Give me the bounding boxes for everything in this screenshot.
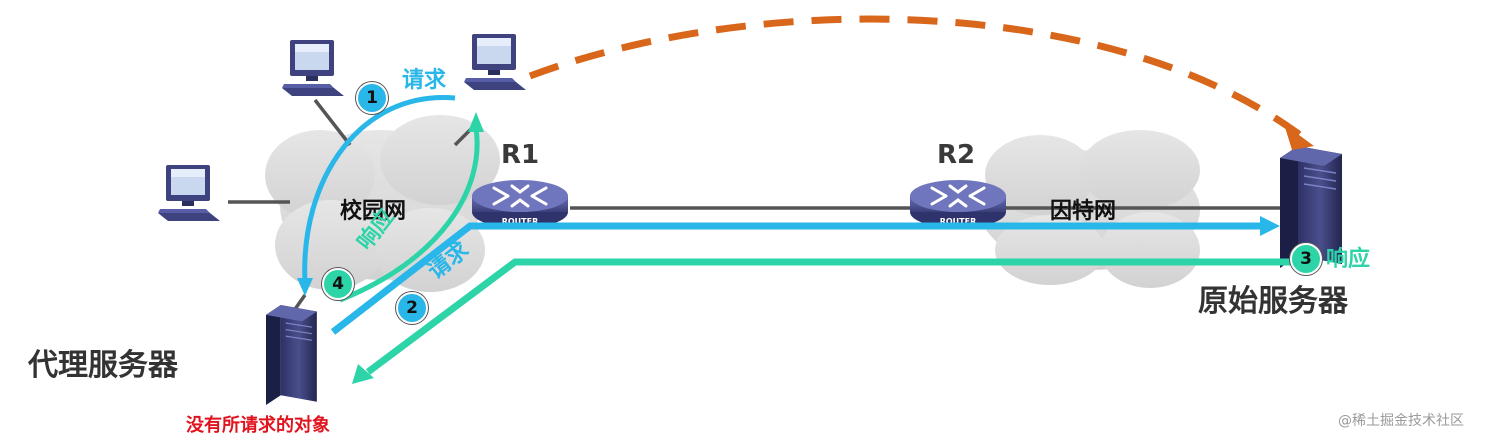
campus-pc-top-left bbox=[282, 40, 344, 96]
direct-path-arrow bbox=[528, 15, 1303, 138]
proxy-note: 没有所请求的对象 bbox=[186, 415, 330, 436]
step1-label: 请求 bbox=[402, 68, 447, 93]
router-r2-label: R2 bbox=[937, 140, 976, 170]
network-links bbox=[228, 98, 1280, 314]
step3-badge: 3 bbox=[1290, 243, 1322, 275]
router-r2-icon bbox=[908, 178, 1008, 230]
router-r1-icon bbox=[470, 178, 570, 230]
step4-response-arrow bbox=[339, 127, 480, 303]
campus-pc-left bbox=[158, 165, 220, 221]
step4-badge: 4 bbox=[322, 268, 354, 300]
step3-response-arrow bbox=[365, 258, 1290, 375]
step2-arrowhead bbox=[1260, 216, 1280, 236]
origin-server-label: 原始服务器 bbox=[1198, 284, 1348, 319]
step1-arrowhead bbox=[297, 278, 313, 296]
internet-cloud bbox=[980, 130, 1200, 288]
proxy-server-icon bbox=[265, 304, 318, 406]
direct-path-arrowhead bbox=[1284, 124, 1314, 150]
router-r1-label: R1 bbox=[501, 140, 540, 170]
step2-request-arrow bbox=[330, 222, 1262, 335]
step4-arrowhead bbox=[468, 112, 484, 132]
step3-arrowhead bbox=[352, 364, 374, 384]
watermark: @稀土掘金技术社区 bbox=[1338, 413, 1464, 429]
step1-badge: 1 bbox=[356, 82, 388, 114]
step1-request-arrow bbox=[302, 95, 456, 283]
proxy-server-label: 代理服务器 bbox=[28, 348, 178, 383]
step3-label: 响应 bbox=[1326, 247, 1371, 272]
step2-badge: 2 bbox=[396, 292, 428, 324]
campus-pc-client bbox=[464, 34, 526, 90]
internet-label: 因特网 bbox=[1050, 199, 1117, 224]
campus-network-label: 校园网 bbox=[340, 199, 407, 224]
